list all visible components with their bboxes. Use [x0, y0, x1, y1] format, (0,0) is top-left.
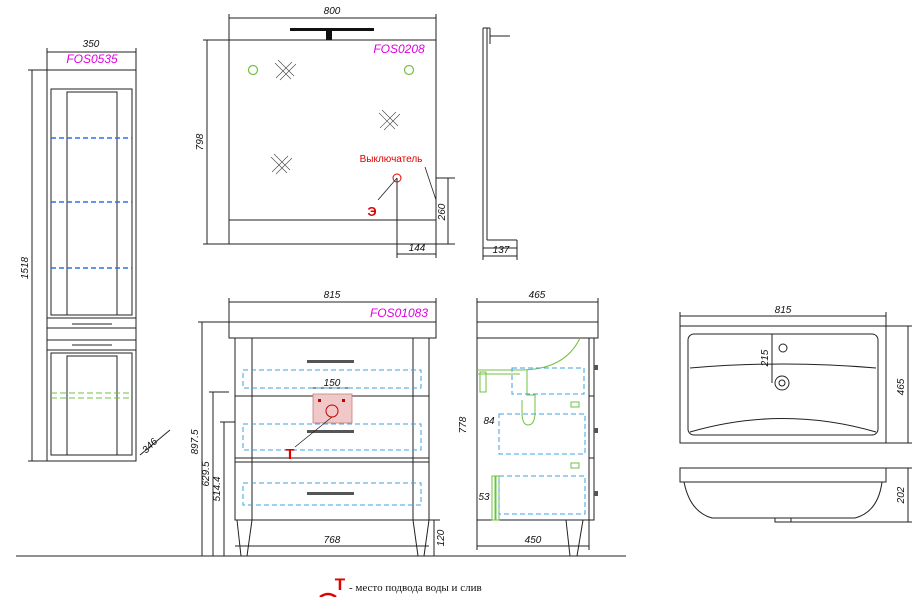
- column-lower-shelf: [51, 392, 132, 399]
- mirror-lamp: [290, 28, 374, 40]
- cabinet-side-view: [476, 298, 599, 557]
- cabinet-side-inner-label: 84: [483, 416, 495, 427]
- mirror-switch-offset-label: 144: [409, 243, 426, 254]
- column-height-label: 1518: [20, 256, 31, 279]
- cabinet-bottom-depth-label: 450: [525, 535, 542, 546]
- mirror-reflection-marks: [270, 59, 401, 175]
- mirror-height-label: 798: [195, 133, 206, 150]
- cabinet-h2-label: 629.5: [201, 461, 212, 486]
- mirror-code: FOS0208: [373, 42, 425, 56]
- legend-power-symbol-partial: [319, 592, 337, 597]
- cabinet-side-plumbing: [477, 337, 581, 521]
- column-code: FOS0535: [66, 52, 118, 66]
- cabinet-front-view: [198, 298, 440, 557]
- cabinet-service-area: [294, 393, 353, 448]
- basin-height-label: 202: [896, 486, 907, 504]
- legend: Т - место подвода воды и слив: [319, 575, 482, 597]
- column-depth-label: 346: [140, 436, 160, 456]
- cabinet-drawer-outlines: [242, 369, 422, 506]
- cabinet-width-label: 815: [324, 290, 341, 301]
- cabinet-code: FOS01083: [370, 306, 428, 320]
- basin-depth-label: 465: [896, 378, 907, 395]
- cabinet-side-height-label: 778: [458, 416, 469, 433]
- mirror-switch: [377, 166, 437, 201]
- cabinet-side-drawer-outlines: [498, 367, 586, 515]
- cabinet-height-label: 897.5: [190, 429, 201, 454]
- cabinet-inner-width-label: 768: [324, 535, 341, 546]
- cabinet-depth-label: 465: [529, 290, 546, 301]
- cabinet-h3-label: 514.4: [212, 476, 223, 501]
- basin-tap-offset-label: 215: [760, 349, 771, 367]
- cabinet-leg-label: 120: [436, 529, 447, 546]
- mirror-mount-points: [247, 64, 415, 76]
- mirror-side-view: [482, 27, 518, 260]
- cabinet-handles: [307, 360, 354, 495]
- cabinet-side-low-label: 53: [478, 492, 490, 503]
- mirror-depth-label: 137: [493, 245, 510, 256]
- mirror-view: [203, 14, 455, 258]
- column-view: [28, 48, 171, 462]
- basin-top-view: [679, 312, 912, 444]
- mirror-switch-height-label: 260: [437, 203, 448, 221]
- mirror-switch-label: Выключатель: [360, 154, 423, 165]
- cabinet-service-width-label: 150: [324, 378, 341, 389]
- cabinet-side-knobs: [594, 365, 598, 496]
- mirror-width-label: 800: [324, 6, 341, 17]
- legend-water-symbol: Т: [335, 575, 346, 594]
- cabinet-service-symbol: Т: [285, 446, 294, 463]
- column-width-label: 350: [83, 39, 100, 50]
- column-shelves: [51, 137, 132, 269]
- legend-water-text: - место подвода воды и слив: [349, 582, 482, 594]
- mirror-switch-symbol: Э: [367, 204, 376, 219]
- basin-front-view: [679, 467, 912, 523]
- basin-width-label: 815: [775, 305, 792, 316]
